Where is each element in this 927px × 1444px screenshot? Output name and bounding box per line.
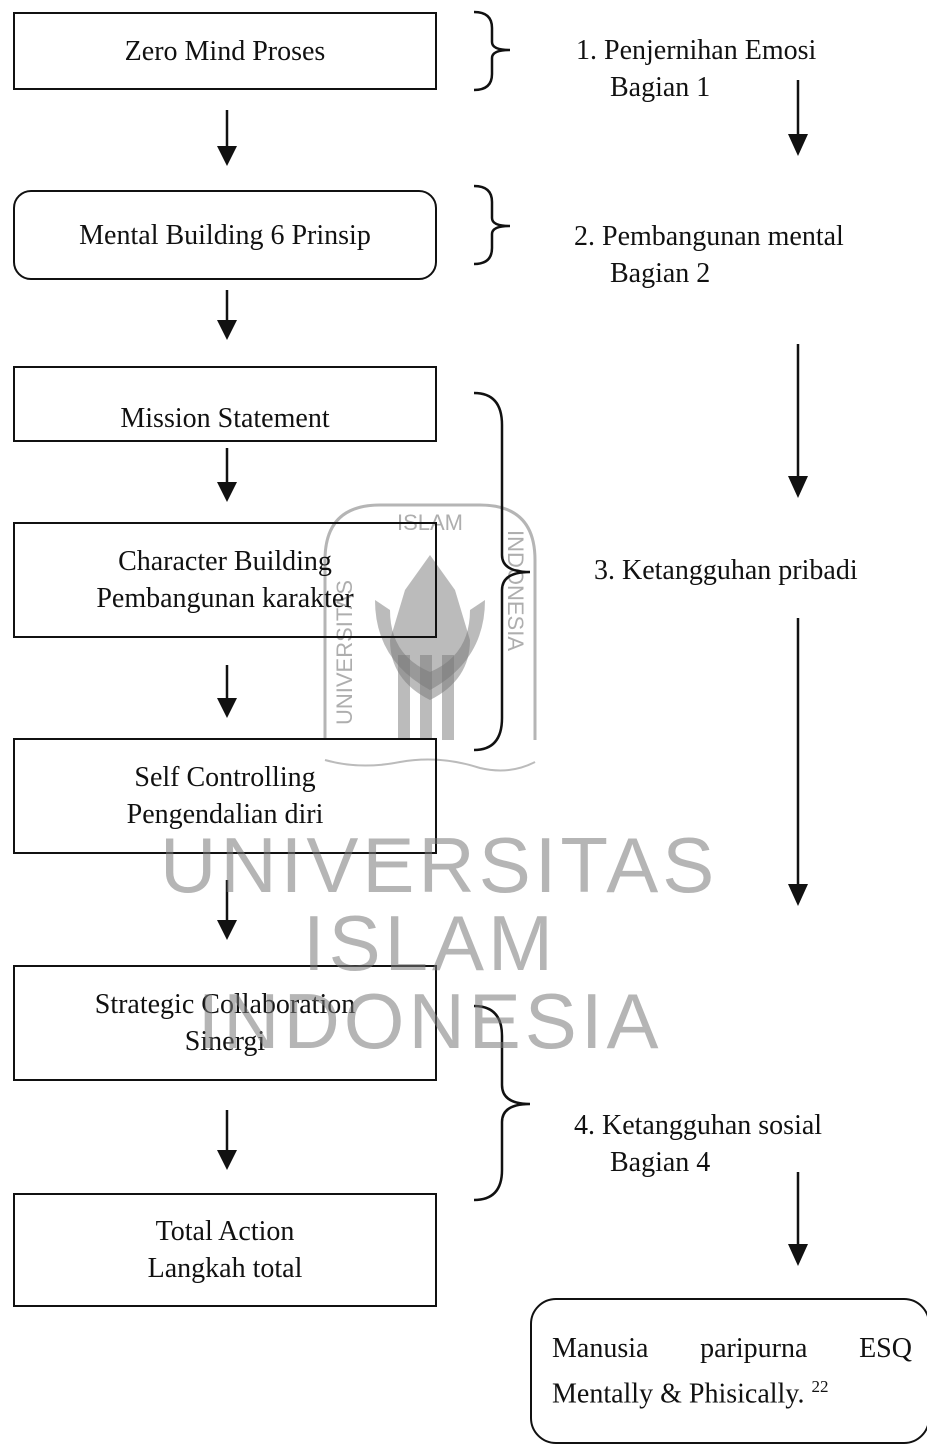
result-word-1: Manusia <box>552 1333 649 1364</box>
character-building-sublabel: Pembangunan karakter <box>96 583 354 614</box>
strategic-collaboration-box: Strategic Collaboration Sinergi <box>13 965 437 1081</box>
stage-4-label: 4. Ketangguhan sosial Bagian 4 <box>574 1107 822 1181</box>
arrow-down-icon <box>217 920 237 940</box>
stage-2-label: 2. Pembangunan mental Bagian 2 <box>574 218 844 292</box>
stage-4-title: 4. Ketangguhan sosial <box>574 1110 823 1141</box>
watermark-line-1: UNIVERSITAS <box>160 821 719 909</box>
brace-stage-3 <box>473 391 531 752</box>
strategic-collaboration-label: Strategic Collaboration <box>94 989 356 1020</box>
mental-building-box: Mental Building 6 Prinsip <box>13 190 437 280</box>
stage-3-label: 3. Ketangguhan pribadi <box>594 552 858 589</box>
arrow-down-icon <box>217 482 237 502</box>
stage-4-subtitle: Bagian 4 <box>610 1147 711 1178</box>
result-word-2: paripurna <box>700 1333 808 1364</box>
result-box: Manusia paripurna ESQ Mentally & Phisica… <box>530 1298 927 1444</box>
result-line-2-text: Mentally & Phisically. <box>552 1378 805 1410</box>
watermark-line-3: INDONESIA <box>197 977 663 1065</box>
arrow-down-icon <box>788 134 808 156</box>
stage-2-title: 2. Pembangunan mental <box>574 221 844 252</box>
arrow-down-icon <box>788 476 808 498</box>
self-controlling-sublabel: Pengendalian diri <box>126 799 324 830</box>
self-controlling-label: Self Controlling <box>134 762 316 793</box>
mental-building-label: Mental Building 6 Prinsip <box>79 219 371 251</box>
total-action-label: Total Action <box>155 1216 295 1247</box>
stage-3-title: 3. Ketangguhan pribadi <box>594 555 858 586</box>
arrow-down-icon <box>788 1244 808 1266</box>
result-word-3: ESQ <box>859 1333 912 1364</box>
brace-stage-4 <box>473 1004 531 1202</box>
strategic-collaboration-sublabel: Sinergi <box>184 1026 266 1057</box>
stage-1-title: 1. Penjernihan Emosi <box>576 35 817 66</box>
mission-statement-label: Mission Statement <box>120 402 330 434</box>
stage-2-subtitle: Bagian 2 <box>610 258 711 289</box>
logo-left-text: UNIVERSITAS <box>332 580 357 725</box>
brace-stage-1 <box>473 10 511 92</box>
logo-right-text: INDONESIA <box>503 530 528 651</box>
total-action-box: Total Action Langkah total <box>13 1193 437 1307</box>
arrow-down-icon <box>788 884 808 906</box>
self-controlling-box: Self Controlling Pengendalian diri <box>13 738 437 854</box>
arrow-down-icon <box>217 1150 237 1170</box>
arrow-down-icon <box>217 320 237 340</box>
character-building-box: Character Building Pembangunan karakter <box>13 522 437 638</box>
mission-statement-box: Mission Statement <box>13 366 437 442</box>
arrow-down-icon <box>217 698 237 718</box>
stage-1-subtitle: Bagian 1 <box>610 72 711 103</box>
arrow-down-icon <box>217 146 237 166</box>
character-building-label: Character Building <box>118 546 332 577</box>
result-line-2: Mentally & Phisically. 22 <box>552 1368 912 1413</box>
zero-mind-box: Zero Mind Proses <box>13 12 437 90</box>
watermark-line-2: ISLAM <box>302 899 558 987</box>
brace-stage-2 <box>473 184 511 266</box>
stage-1-label: 1. Penjernihan Emosi Bagian 1 <box>576 32 816 106</box>
result-line-1: Manusia paripurna ESQ <box>552 1330 912 1368</box>
total-action-sublabel: Langkah total <box>147 1253 303 1284</box>
zero-mind-label: Zero Mind Proses <box>124 35 326 67</box>
footnote-marker: 22 <box>811 1377 829 1396</box>
